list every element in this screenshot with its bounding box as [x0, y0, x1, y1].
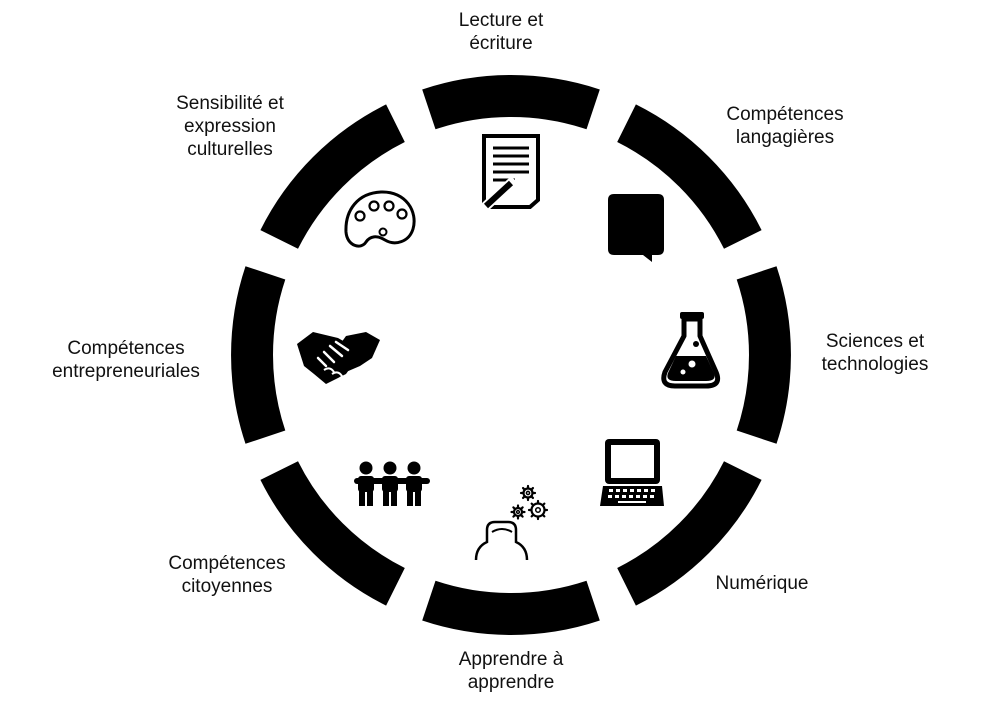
- laptop-icon: [600, 439, 664, 506]
- head-gears-icon: [474, 484, 549, 561]
- speech-bubble-icon: [608, 194, 664, 262]
- label-lecture-ecriture: Lecture et écriture: [458, 10, 544, 54]
- ring-segment-sciences: [736, 266, 791, 444]
- ring-segment-sensibilite: [260, 104, 405, 249]
- flask-icon: [661, 312, 721, 389]
- label-numerique: Numérique: [715, 573, 809, 594]
- label-competences-entrepreneuriales: Compétences entrepreneuriales: [52, 338, 200, 382]
- ring-segment-entrepreneuriales: [231, 266, 286, 444]
- ring-segment-lecture: [422, 75, 600, 130]
- label-apprendre-a-apprendre: Apprendre à apprendre: [458, 649, 564, 693]
- label-competences-citoyennes: Compétences citoyennes: [168, 553, 286, 597]
- ring-segment-numerique: [617, 461, 762, 606]
- ring-segment-apprendre: [422, 580, 600, 635]
- label-sciences-technologies: Sciences et technologies: [821, 331, 929, 375]
- label-sensibilite-expression: Sensibilité et expression culturelles: [176, 93, 284, 160]
- palette-icon: [344, 190, 416, 248]
- handshake-icon: [297, 332, 380, 384]
- ring: [231, 75, 791, 635]
- ring-segment-langagieres: [617, 104, 762, 249]
- label-competences-langagieres: Compétences langagières: [726, 104, 844, 148]
- people-group-icon: [354, 461, 430, 506]
- ring-segment-citoyennes: [260, 461, 405, 606]
- document-pen-icon: [481, 134, 540, 211]
